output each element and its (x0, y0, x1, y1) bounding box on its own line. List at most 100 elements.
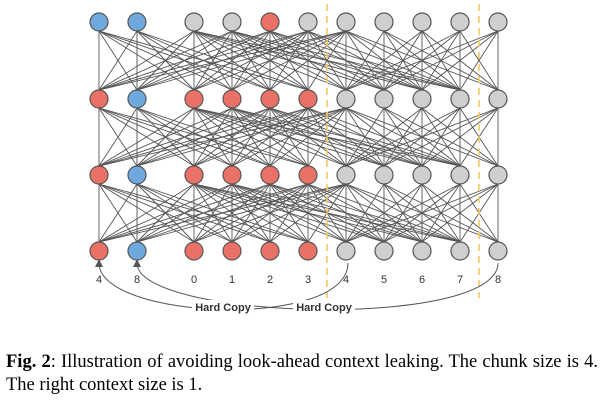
connection-edge (98, 30, 233, 91)
connection-edge (136, 107, 309, 167)
connection-edge (193, 107, 271, 167)
connection-edge (98, 183, 195, 243)
neuron-node-gray (412, 89, 432, 109)
neuron-node-blue (127, 241, 147, 261)
neuron-node-gray (222, 12, 242, 32)
neuron-node-blue (127, 89, 147, 109)
connection-edge (307, 30, 461, 91)
neuron-node-gray (488, 89, 508, 109)
chunk-dividers (326, 4, 480, 298)
neuron-node-gray (374, 241, 394, 261)
neuron-node-gray (336, 89, 356, 109)
column-label: 8 (134, 274, 140, 286)
neuron-node-red (184, 241, 204, 261)
connection-edge (193, 183, 423, 243)
column-label: 0 (191, 274, 197, 286)
connection-edge (307, 183, 461, 243)
neuron-node-red (260, 165, 280, 185)
column-label: 8 (495, 274, 501, 286)
connection-edge (136, 30, 309, 91)
connection-edge (345, 183, 461, 243)
connection-edge (193, 183, 233, 243)
hard-copy-arcs: Hard Copy Hard Copy (95, 259, 499, 314)
hard-copy-label-right: Hard Copy (296, 302, 353, 314)
neuron-node-red (184, 89, 204, 109)
connection-edge (193, 183, 271, 243)
connection-edge (136, 107, 347, 167)
neuron-node-gray (450, 241, 470, 261)
neuron-node-gray (374, 89, 394, 109)
neuron-node-gray (336, 165, 356, 185)
neuron-node-gray (488, 241, 508, 261)
column-label: 6 (419, 274, 425, 286)
neuron-node-gray (488, 165, 508, 185)
figure-caption: Fig. 2: Illustration of avoiding look-ah… (6, 351, 598, 397)
connection-edge (193, 30, 309, 91)
connection-edge (136, 183, 347, 243)
connection-edge (193, 107, 347, 167)
connection-edge (345, 107, 499, 167)
connection-edge (98, 107, 138, 167)
neuron-node-gray (412, 165, 432, 185)
connection-edge (98, 107, 271, 167)
connection-edge (459, 30, 499, 91)
neuron-node-red (184, 165, 204, 185)
connection-edge (193, 107, 385, 167)
connection-edge (421, 30, 499, 91)
column-label: 2 (267, 274, 273, 286)
neuron-node-red (222, 89, 242, 109)
neuron-node-gray (412, 12, 432, 32)
connection-edges (98, 30, 499, 243)
neuron-node-gray (184, 12, 204, 32)
connection-edge (193, 30, 423, 91)
connection-edge (269, 107, 461, 167)
neuron-node-gray (412, 241, 432, 261)
neuron-node-blue (127, 12, 147, 32)
connection-edge (136, 183, 309, 243)
connection-edge (98, 30, 271, 91)
connection-edge (345, 30, 499, 91)
connection-edge (193, 30, 347, 91)
connection-edge (345, 30, 461, 91)
connection-edge (98, 183, 138, 243)
connection-edge (193, 30, 385, 91)
column-label: 3 (305, 274, 311, 286)
connection-edge (307, 107, 461, 167)
neuron-node-red (298, 241, 318, 261)
neuron-node-gray (488, 12, 508, 32)
connection-edge (193, 30, 271, 91)
neuron-node-blue (89, 12, 109, 32)
connection-edge (193, 183, 309, 243)
connection-edge (269, 183, 461, 243)
column-label: 1 (229, 274, 235, 286)
neuron-node-gray (336, 12, 356, 32)
neuron-node-red (222, 241, 242, 261)
neuron-node-blue (127, 165, 147, 185)
connection-edge (98, 107, 233, 167)
neuron-node-red (260, 89, 280, 109)
connection-edge (193, 107, 423, 167)
caption-text: : Illustration of avoiding look-ahead co… (6, 352, 598, 395)
connection-edge (231, 30, 461, 91)
neuron-node-gray (336, 241, 356, 261)
neuron-nodes (89, 12, 508, 261)
figure-number: Fig. 2 (6, 352, 51, 372)
connection-edge (231, 183, 461, 243)
neuron-node-red (89, 241, 109, 261)
connection-edge (98, 183, 271, 243)
column-label: 4 (343, 274, 349, 286)
connection-edge (193, 30, 233, 91)
connection-edge (269, 30, 461, 91)
column-label: 7 (457, 274, 463, 286)
hard-copy-label-left: Hard Copy (195, 302, 252, 314)
neuron-node-gray (450, 165, 470, 185)
neuron-node-red (260, 12, 280, 32)
column-label: 5 (381, 274, 387, 286)
neuron-node-gray (298, 12, 318, 32)
neuron-node-gray (450, 89, 470, 109)
connection-edge (193, 30, 461, 91)
connection-edge (98, 183, 233, 243)
connection-edge (421, 107, 499, 167)
connection-edge (136, 30, 347, 91)
connection-edge (98, 183, 309, 243)
